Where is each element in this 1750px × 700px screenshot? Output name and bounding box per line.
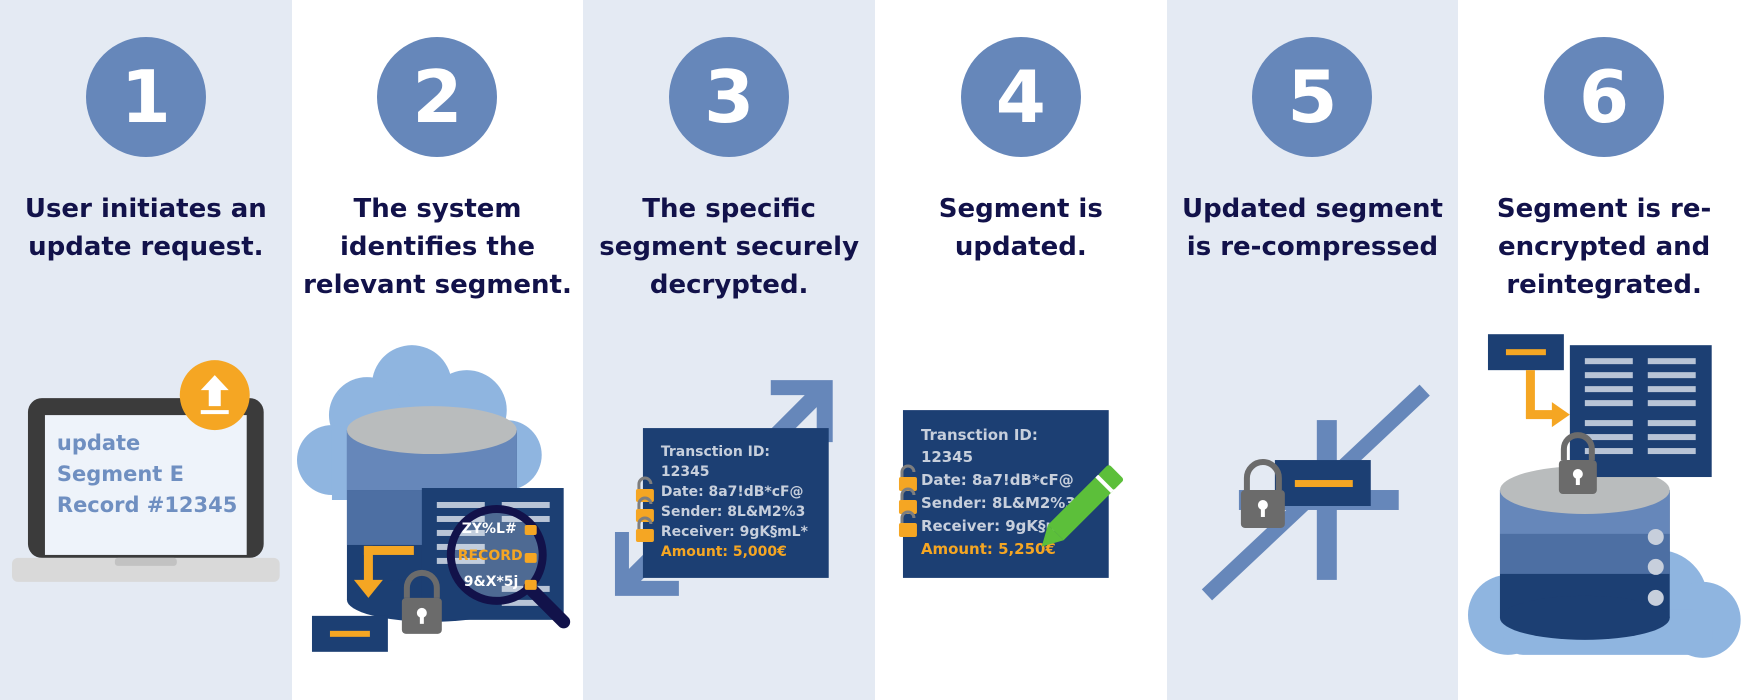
update-record-illustration: Transction ID: 12345 Date: 8a7!dB*cF@ Se… [875, 330, 1167, 670]
record-amount: Amount: 5,000€ [661, 544, 787, 560]
record-sender: Sender: 8L&M2%3 [921, 494, 1076, 512]
record-line-1: Transction ID: [921, 426, 1038, 444]
record-date: Date: 8a7!dB*cF@ [921, 471, 1074, 489]
laptop-illustration: update Segment E Record #12345 [0, 330, 292, 670]
magnifier-line-3: 9&X*5j [463, 574, 517, 590]
laptop-line-2: Segment E [57, 462, 184, 486]
segment-chip [311, 615, 388, 652]
update-record-icon: Transction ID: 12345 Date: 8a7!dB*cF@ Se… [898, 410, 1124, 578]
step-number-circle: 4 [960, 37, 1081, 157]
open-lock-icons [898, 464, 917, 537]
step-description: Segment is updated. [938, 194, 1103, 262]
lock-icon [401, 569, 442, 634]
step-description: User initiates an update request. [24, 194, 267, 262]
database-search-illustration: ZY%L# RECORD 9&X*5j [292, 330, 584, 670]
compress-illustration [1167, 330, 1459, 670]
pencil-icon [1041, 465, 1124, 547]
magnifier-icon: ZY%L# RECORD 9&X*5j [446, 504, 570, 629]
magnifier-line-2: RECORD [457, 548, 522, 564]
step-2: 2 The system identifies the relevant seg… [291, 0, 584, 700]
decrypt-illustration: Transction ID: 12345 Date: 8a7!dB*cF@ Se… [583, 330, 875, 670]
lock-icon [1559, 432, 1598, 495]
reintegrate-illustration [1458, 330, 1750, 670]
reintegrate-icon [1468, 334, 1741, 658]
laptop-line-1: update [57, 431, 140, 455]
decrypt-icon: Transction ID: 12345 Date: 8a7!dB*cF@ Se… [615, 380, 834, 596]
step-5: 5 Updated segment is re-compressed [1166, 0, 1459, 700]
lock-icon [1240, 459, 1285, 528]
record-amount: Amount: 5,250€ [921, 540, 1056, 558]
step-1: 1 User initiates an update request. upda… [0, 0, 292, 700]
laptop-icon: update Segment E Record #12345 [11, 360, 280, 582]
step-4: 4 Segment is updated. Transction ID: 123… [874, 0, 1167, 700]
step-description: Updated segment is re-compressed [1181, 194, 1443, 262]
upload-icon [179, 360, 250, 431]
step-description: The specific segment securely decrypted. [599, 194, 860, 300]
step-number-circle: 2 [377, 37, 498, 157]
magnifier-line-1: ZY%L# [461, 521, 516, 537]
step-number-circle: 6 [1544, 37, 1665, 157]
laptop-line-3: Record #12345 [57, 493, 237, 517]
database-search-icon: ZY%L# RECORD 9&X*5j [296, 345, 570, 652]
record-receiver: Receiver: 9gK§m [921, 517, 1061, 535]
compress-icon [1201, 384, 1430, 601]
step-description: Segment is re-encrypted and reintegrated… [1496, 194, 1712, 300]
step-number-circle: 5 [1252, 37, 1373, 157]
record-date: Date: 8a7!dB*cF@ [661, 484, 804, 500]
record-line-2: 12345 [921, 448, 973, 466]
record-line-1: Transction ID: [661, 444, 770, 460]
record-receiver: Receiver: 9gK§mL* [661, 524, 809, 540]
record-sender: Sender: 8L&M2%3 [661, 504, 805, 520]
step-6: 6 Segment is re-encrypted and reintegrat… [1458, 0, 1750, 700]
step-number-circle: 1 [85, 37, 206, 157]
step-description: The system identifies the relevant segme… [303, 194, 572, 300]
step-number-circle: 3 [669, 37, 790, 157]
expand-arrow-top-right-icon [771, 380, 834, 443]
segment-chip [1488, 334, 1565, 371]
step-3: 3 The specific segment securely decrypte… [583, 0, 875, 700]
open-lock-icons [636, 476, 655, 542]
arrow-down-right-icon [1526, 370, 1571, 428]
arrow-down-left-icon [353, 545, 414, 598]
record-line-2: 12345 [661, 464, 710, 480]
